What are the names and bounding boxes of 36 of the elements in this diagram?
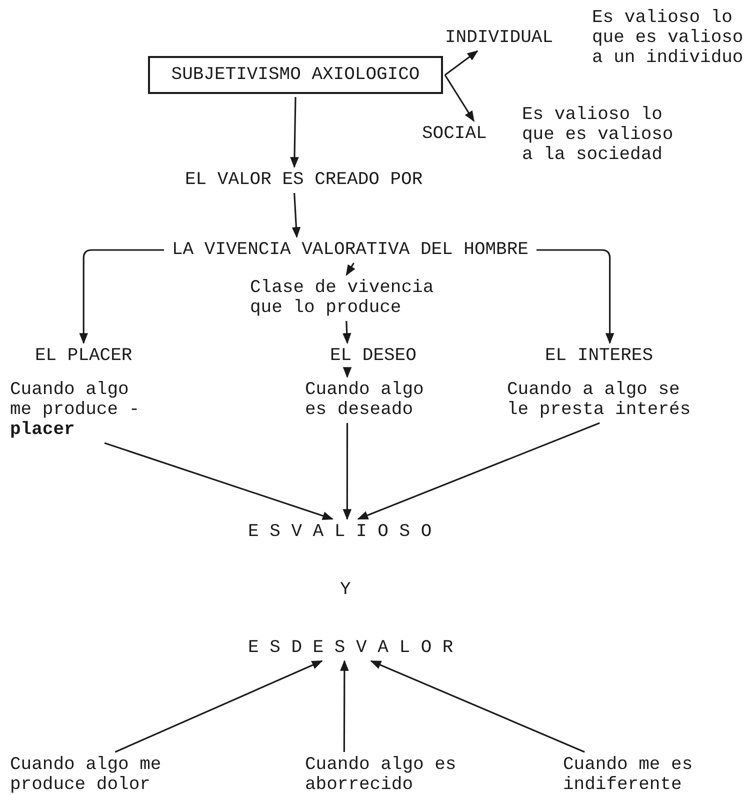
node-text: E S V A L I O S O [248,522,432,542]
arrow [292,192,301,238]
concept-box [148,56,443,94]
node-text: EL PLACER [35,346,132,366]
arrow [342,423,352,520]
node-text: E S D E S V A L O R [248,638,454,658]
node-text: Cuando algo me produce - placer [10,380,141,440]
box-label: SUBJETIVISMO AXIOLOGICO [171,65,420,85]
node-text: Cuando a algo se le presta interés [507,380,692,420]
arrow [444,74,475,122]
node-text: EL VALOR ES CREADO POR [185,170,423,190]
arrow [346,262,356,276]
arrow [444,50,478,76]
node-text: Cuando algo es deseado [305,380,425,420]
node-text: Clase de vivencia que lo produce [250,278,435,318]
arrow [342,367,352,378]
arrow [79,249,164,344]
arrow [290,96,299,168]
arrow [370,660,585,753]
node-text: EL DESEO [330,346,416,366]
node-text: Cuando algo me produce dolor [10,755,162,795]
side-note: Es valioso lo que es valioso a un individuo [592,8,744,68]
side-note: Es valioso lo que es valioso a la sociedad [522,105,674,165]
node-text: Cuando algo es aborrecido [305,755,458,795]
arrow [114,660,323,753]
node-text: SOCIAL [422,124,487,144]
arrow [104,442,334,520]
connector-word: Y [340,580,351,600]
node-text: INDIVIDUAL [445,28,554,48]
arrow [357,422,600,520]
node-text: Cuando me es indiferente [563,755,694,795]
node-text: LA VIVENCIA VALORATIVA DEL HOMBRE [172,240,528,260]
node-text: EL INTERES [545,346,654,366]
arrow [342,320,352,344]
arrow [340,660,349,752]
arrow [536,249,614,344]
